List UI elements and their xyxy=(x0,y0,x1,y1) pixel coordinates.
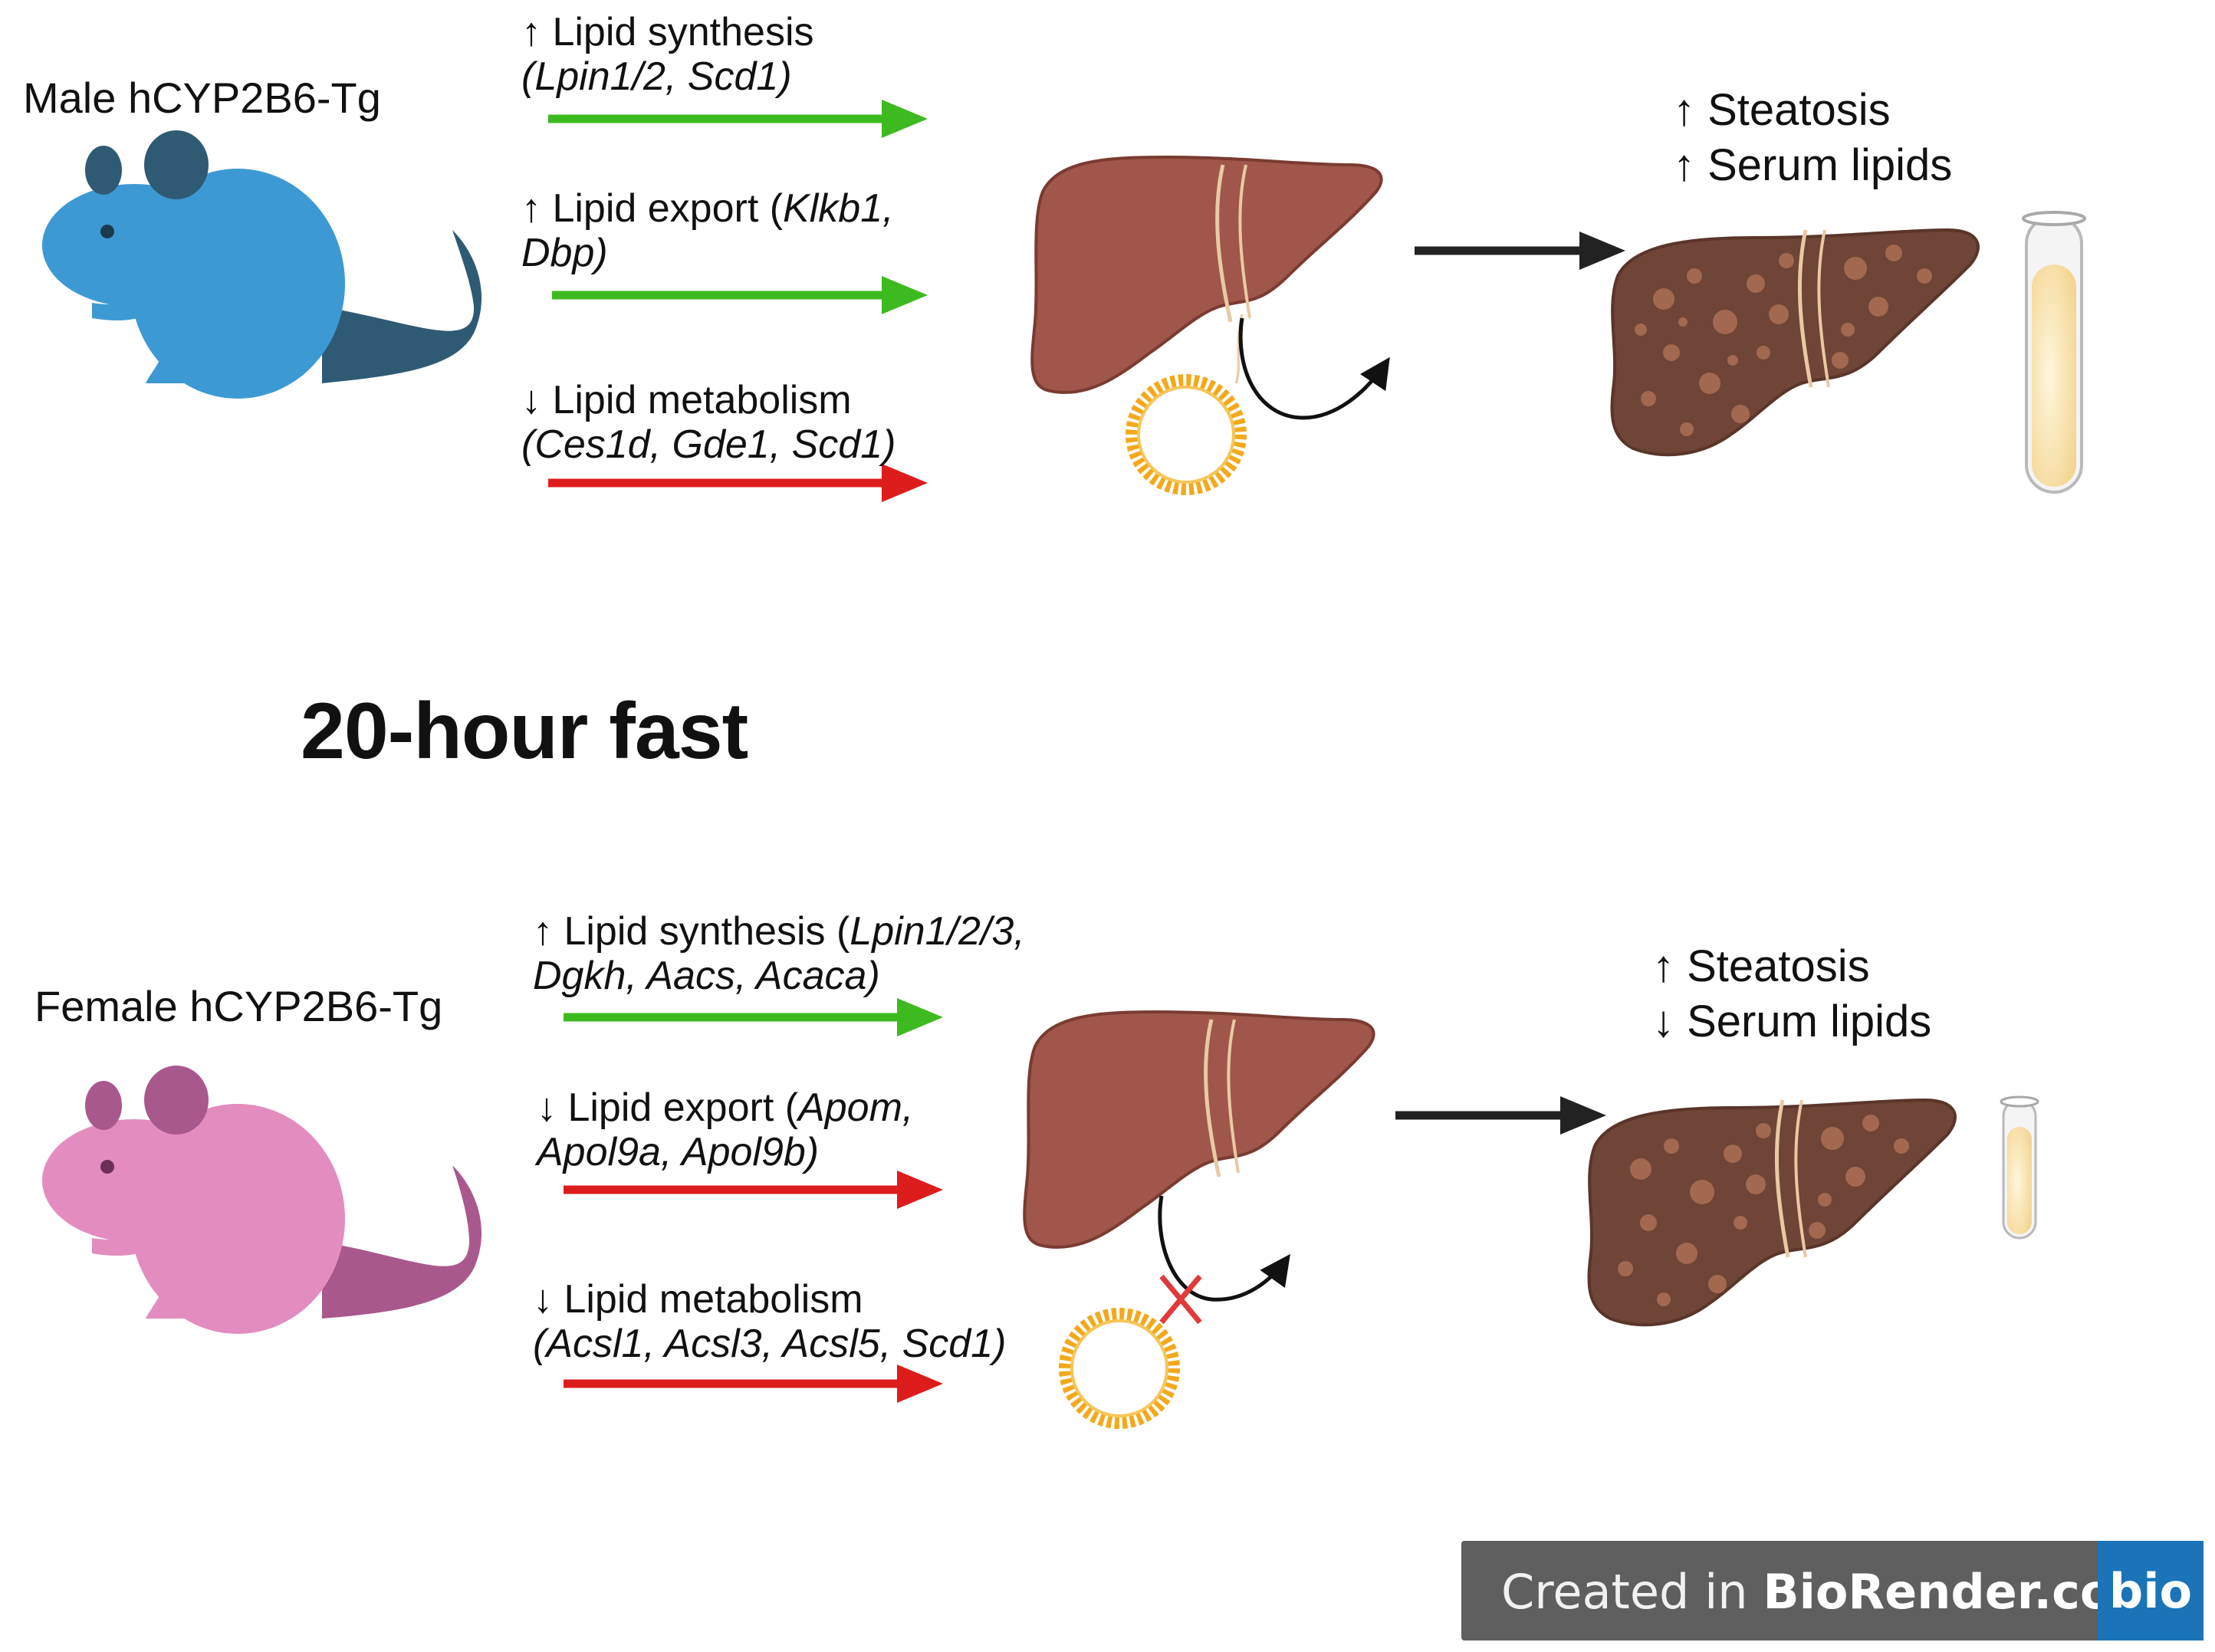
male-liver-icon xyxy=(1030,155,1383,394)
male-export-label: ↑ Lipid export (Klkb1, Dbp) xyxy=(521,186,894,275)
female-mouse-tail xyxy=(322,1165,482,1319)
female-outcome-steatosis: ↑ Steatosis xyxy=(1652,941,1870,991)
female-pathway-arrows xyxy=(564,998,943,1403)
male-mouse-tail xyxy=(322,230,482,383)
male-synthesis-label: ↑ Lipid synthesis (Lpin1/2, Scd1) xyxy=(521,10,814,99)
male-mouse-ear xyxy=(144,130,209,199)
female-mouse-icon xyxy=(42,1066,482,1334)
male-outcome-serum: ↑ Serum lipids xyxy=(1673,140,1953,190)
male-vldl-export-arrow xyxy=(1238,317,1390,420)
female-outcome: ↑ Steatosis ↓ Serum lipids xyxy=(1652,939,1931,1049)
female-mouse-ear xyxy=(144,1066,209,1135)
male-pathway-arrows xyxy=(548,100,928,502)
center-title: 20-hour fast xyxy=(301,687,748,776)
male-outcome-steatosis: ↑ Steatosis xyxy=(1673,85,1891,135)
female-lipoprotein-vesicle-icon xyxy=(1059,1308,1180,1429)
male-lipoprotein-vesicle-icon xyxy=(1126,374,1247,495)
blocked-export-cross-icon xyxy=(1159,1274,1202,1325)
female-serum-tube-icon xyxy=(2000,1095,2039,1240)
male-outcome: ↑ Steatosis ↑ Serum lipids xyxy=(1673,83,1952,193)
biorender-badge-text: Created in BioRender.com xyxy=(1501,1564,2163,1620)
female-liver-icon xyxy=(1023,1010,1375,1249)
female-steatotic-liver-icon xyxy=(1587,1098,1957,1327)
female-synthesis-label: ↑ Lipid synthesis (Lpin1/2/3, Dgkh, Aacs… xyxy=(533,909,1025,998)
male-group-title: Male hCYP2B6-Tg xyxy=(23,74,381,122)
male-serum-tube-icon xyxy=(2022,211,2086,494)
female-outcome-serum: ↓ Serum lipids xyxy=(1652,997,1932,1046)
male-metabolism-label: ↓ Lipid metabolism (Ces1d, Gde1, Scd1) xyxy=(521,378,896,467)
biorender-logo-icon: bio xyxy=(2098,1541,2203,1641)
male-mouse-icon xyxy=(42,130,482,399)
biorender-badge[interactable]: Created in BioRender.com bio xyxy=(1461,1541,2203,1641)
female-vldl-export-arrow xyxy=(1158,1195,1290,1302)
female-group-title: Female hCYP2B6-Tg xyxy=(35,982,443,1030)
female-export-label: ↓ Lipid export (Apom, Apol9a, Apol9b) xyxy=(537,1085,914,1174)
male-steatotic-liver-icon xyxy=(1610,228,1980,457)
female-metabolism-label: ↓ Lipid metabolism (Acsl1, Acsl3, Acsl5,… xyxy=(533,1277,1007,1366)
male-liver-ligament xyxy=(1215,164,1233,323)
